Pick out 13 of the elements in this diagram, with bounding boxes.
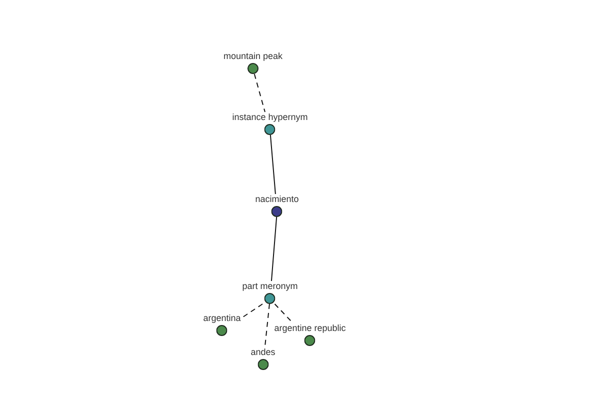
connector-line: [270, 134, 276, 194]
node-label: andes: [250, 347, 276, 357]
node-label: part meronym: [242, 281, 298, 291]
dashed-connector: [254, 74, 266, 112]
node-label: mountain peak: [223, 51, 283, 61]
node-label: nacimiento: [255, 194, 299, 204]
node-label: argentina: [203, 313, 241, 323]
connector-line: [270, 216, 278, 282]
node-label: instance hypernym: [232, 112, 308, 122]
dashed-connector: [274, 304, 294, 324]
dashed-connector: [264, 304, 270, 348]
node-label: argentine republic: [274, 323, 346, 333]
dashed-connector: [240, 304, 263, 319]
